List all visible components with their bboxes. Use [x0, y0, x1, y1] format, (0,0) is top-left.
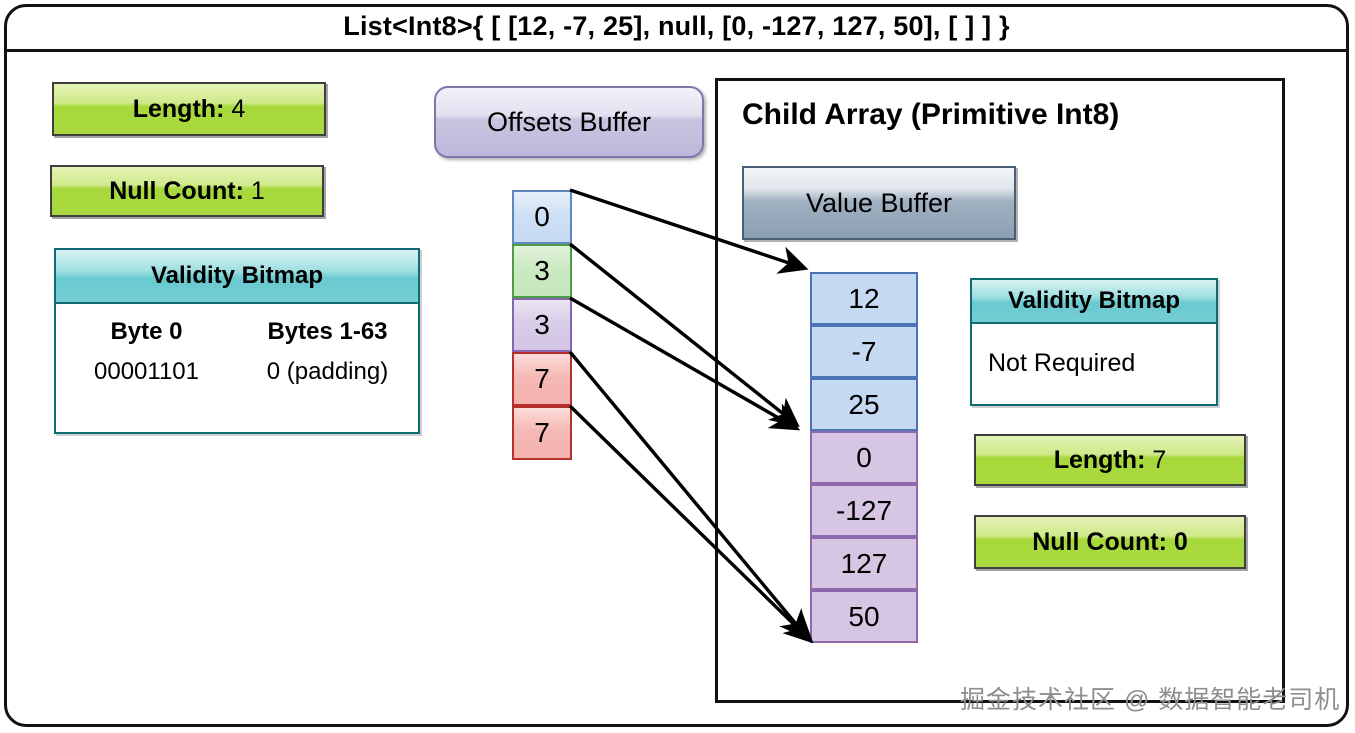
child-validity-bitmap-header: Validity Bitmap [972, 280, 1216, 324]
child-null-count-label: Null Count: 0 [1032, 527, 1188, 556]
parent-length-badge: Length: 4 [52, 82, 326, 136]
child-array-title: Child Array (Primitive Int8) [742, 98, 1120, 131]
watermark: 掘金技术社区 @ 数据智能老司机 [960, 686, 1341, 714]
value-cell: 50 [810, 590, 918, 643]
offsets-cell: 7 [512, 352, 572, 406]
offsets-cell: 3 [512, 244, 572, 298]
child-length-badge: Length: 7 [974, 434, 1246, 486]
parent-null-count-label: Null Count: 1 [109, 176, 265, 205]
child-length-label: Length: 7 [1053, 445, 1167, 474]
value-cell: 12 [810, 272, 918, 325]
table-col-header-bytes1-63: Bytes 1-63 [267, 318, 388, 345]
table-cell-padding-value: 0 (padding) [266, 358, 389, 385]
offsets-cell: 3 [512, 298, 572, 352]
parent-validity-bitmap-header: Validity Bitmap [56, 250, 418, 304]
table-cell-byte0-value: 00001101 [94, 358, 199, 385]
child-validity-bitmap-value: Not Required [988, 348, 1136, 377]
value-cell: -7 [810, 325, 918, 378]
value-cell: 0 [810, 431, 918, 484]
parent-validity-bitmap-title: Validity Bitmap [150, 262, 324, 289]
table-col-header-byte0: Byte 0 [110, 318, 183, 345]
title-bar: List<Int8>{ [ [12, -7, 25], null, [0, -1… [4, 4, 1349, 52]
parent-length-label: Length: 4 [132, 94, 246, 123]
offsets-buffer-badge: Offsets Buffer [434, 86, 704, 158]
table-header-row: Byte 0 Bytes 1-63 [56, 318, 418, 346]
value-cell: -127 [810, 484, 918, 537]
parent-null-count-badge: Null Count: 1 [50, 165, 324, 217]
offsets-cell: 0 [512, 190, 572, 244]
offsets-cell: 7 [512, 406, 572, 460]
parent-validity-bitmap: Validity Bitmap Byte 0 Bytes 1-63 000011… [54, 248, 420, 434]
child-validity-bitmap-body: Not Required [972, 324, 1216, 402]
value-buffer-badge: Value Buffer [742, 166, 1016, 240]
value-cell: 127 [810, 537, 918, 590]
page-title: List<Int8>{ [ [12, -7, 25], null, [0, -1… [343, 11, 1010, 41]
child-validity-bitmap: Validity Bitmap Not Required [970, 278, 1218, 406]
value-cell: 25 [810, 378, 918, 431]
offsets-buffer-label: Offsets Buffer [486, 106, 652, 137]
child-null-count-badge: Null Count: 0 [974, 515, 1246, 569]
value-buffer-label: Value Buffer [805, 187, 953, 218]
table-row: 00001101 0 (padding) [56, 346, 418, 386]
child-validity-bitmap-title: Validity Bitmap [1007, 287, 1181, 314]
parent-validity-bitmap-table: Byte 0 Bytes 1-63 00001101 0 (padding) [56, 304, 418, 386]
